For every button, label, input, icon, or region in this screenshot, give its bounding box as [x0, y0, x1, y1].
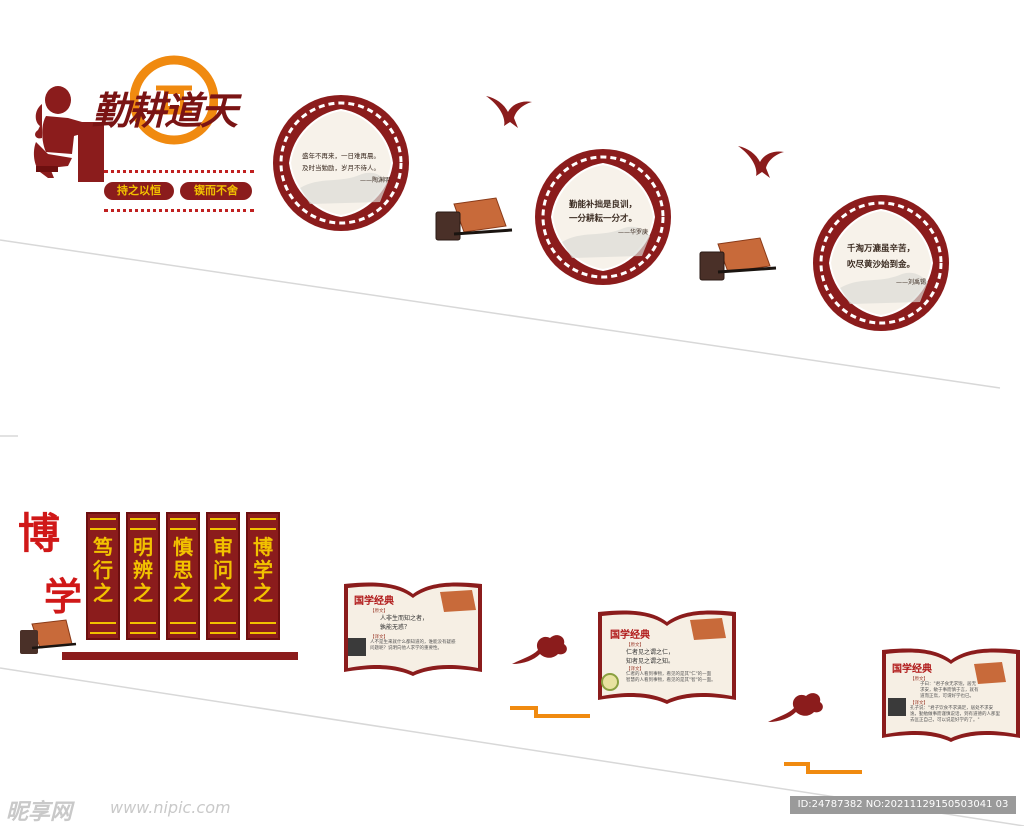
banner-text: 审问之 [213, 535, 233, 605]
book-tag: 【原文】 [910, 677, 928, 682]
book-translation: 去匡正自己，可以说是好学的了。" [910, 718, 980, 723]
book-tag: 【译文】 [910, 701, 928, 706]
slogan-left: 持之以恒 [104, 182, 174, 200]
quote-line-2: 及时当勉励，岁月不待人。 [302, 164, 380, 172]
vertical-banner: 笃行之 [86, 512, 120, 640]
step-decoration [510, 706, 590, 718]
book-panel: 国学经典 【原文】 子曰："君子食无求饱，居无 求安，敏于事而慎于言，就有 道而… [878, 646, 1024, 744]
quote-line-2: 一分耕耘一分才。 [568, 214, 637, 224]
vertical-banner: 慎思之 [166, 512, 200, 640]
book-tag: 【译文】 [370, 635, 388, 640]
book-tag: 【原文】 [370, 609, 388, 614]
book-title: 国学经典 [354, 596, 394, 607]
banner-text: 明辨之 [133, 535, 153, 605]
studying-child-icon [33, 86, 104, 182]
cloud-icon [512, 635, 567, 664]
quote-line-1: 盛年不再来，一日难再晨。 [302, 152, 380, 160]
quote-medallion: 千淘万漉虽辛苦， 吹尽黄沙始到金。 ——刘禹锡 [810, 192, 952, 334]
vertical-banner: 博学之 [246, 512, 280, 640]
quote-line-1: 千淘万漉虽辛苦， [846, 244, 915, 254]
banner-text: 笃行之 [93, 535, 113, 605]
big-title-2: 学 [44, 574, 83, 619]
book-panel: 国学经典 【原文】 人非生而知之者， 孰能无惑？ 【译文】 人不是生来就什么都知… [340, 580, 486, 678]
swallow-icon [738, 146, 784, 178]
open-book-frame [598, 610, 736, 704]
swallow-icon [486, 96, 532, 128]
book-translation: 问题呢？说明向他人求学的重要性。 [370, 646, 442, 651]
inkstone-scroll-icon [20, 619, 77, 654]
book-translation: 孔子说："君子饮食不求满足，居处不求安 [910, 706, 994, 711]
book-verse: 人非生而知之者， [380, 615, 429, 622]
slogan-bar: 持之以恒 锲而不舍 [104, 170, 254, 212]
book-translation: 人不是生来就什么都知道的，谁能没有疑惑 [370, 640, 456, 645]
book-tag: 【原文】 [626, 643, 644, 648]
watermark-id: ID:24787382 NO:20211129150503041 03 [790, 796, 1016, 814]
banner-text: 慎思之 [173, 535, 193, 605]
watermark-url: www.nipic.com [110, 798, 231, 817]
watermark-logo: 昵享网 [6, 800, 73, 825]
open-book-frame [344, 582, 482, 676]
book-verse: 道而正焉，可谓好学也已。 [920, 694, 974, 699]
book-verse: 求安，敏于事而慎于言，就有 [920, 688, 979, 693]
slogan-right: 锲而不舍 [180, 182, 252, 200]
book-verse: 知者见之谓之知。 [626, 658, 675, 665]
vertical-banner: 审问之 [206, 512, 240, 640]
header-title: 勤耕道天 [92, 88, 238, 133]
quote-medallion: 盛年不再来，一日难再晨。 及时当勉励，岁月不待人。 ——陶渊明 [270, 92, 412, 234]
step-decoration [784, 762, 862, 774]
cloud-icon [768, 693, 823, 722]
lattice-frame-icon [273, 95, 409, 231]
book-translation: 逸，勤勉做事而谨慎说话，到有道德的人那里 [910, 712, 1000, 717]
book-title: 国学经典 [610, 630, 650, 641]
vertical-banner: 明辨之 [126, 512, 160, 640]
quote-author: ——刘禹锡 [895, 279, 926, 286]
header-logo: 勤耕道天 持之以恒 锲而不舍 [28, 52, 256, 212]
quote-line-1: 勤能补拙是良训， [568, 200, 637, 210]
book-verse: 子曰："君子食无求饱，居无 [920, 682, 977, 687]
inkstone-scroll-icon [699, 237, 777, 281]
lattice-frame-icon [535, 149, 671, 285]
inkstone-scroll-icon [435, 197, 513, 241]
banner-text: 博学之 [253, 535, 273, 605]
quote-author: ——华罗庚 [617, 229, 648, 236]
book-translation: 智慧的人看到事物，看见的是其"智"的一面。 [626, 678, 716, 683]
big-title-1: 博 [18, 509, 61, 558]
open-book-frame [882, 648, 1020, 742]
quote-line-2: 吹尽黄沙始到金。 [846, 260, 915, 270]
book-panel: 国学经典 【原文】 仁者见之谓之仁， 知者见之谓之知。 【译文】 仁者的人看到事… [594, 608, 740, 706]
book-translation: 仁者的人看到事物，看见的是其"仁"的一面 [626, 672, 712, 677]
book-title: 国学经典 [892, 664, 932, 675]
quote-author: ——陶渊明 [359, 177, 390, 184]
book-verse: 仁者见之谓之仁， [626, 649, 675, 656]
lattice-frame-icon [813, 195, 949, 331]
knot-pattern-icon [130, 55, 218, 145]
book-tag: 【译文】 [626, 667, 644, 672]
book-verse: 孰能无惑？ [380, 624, 411, 631]
quote-medallion: 勤能补拙是良训， 一分耕耘一分才。 ——华罗庚 [532, 146, 674, 288]
base-bar [62, 652, 298, 660]
